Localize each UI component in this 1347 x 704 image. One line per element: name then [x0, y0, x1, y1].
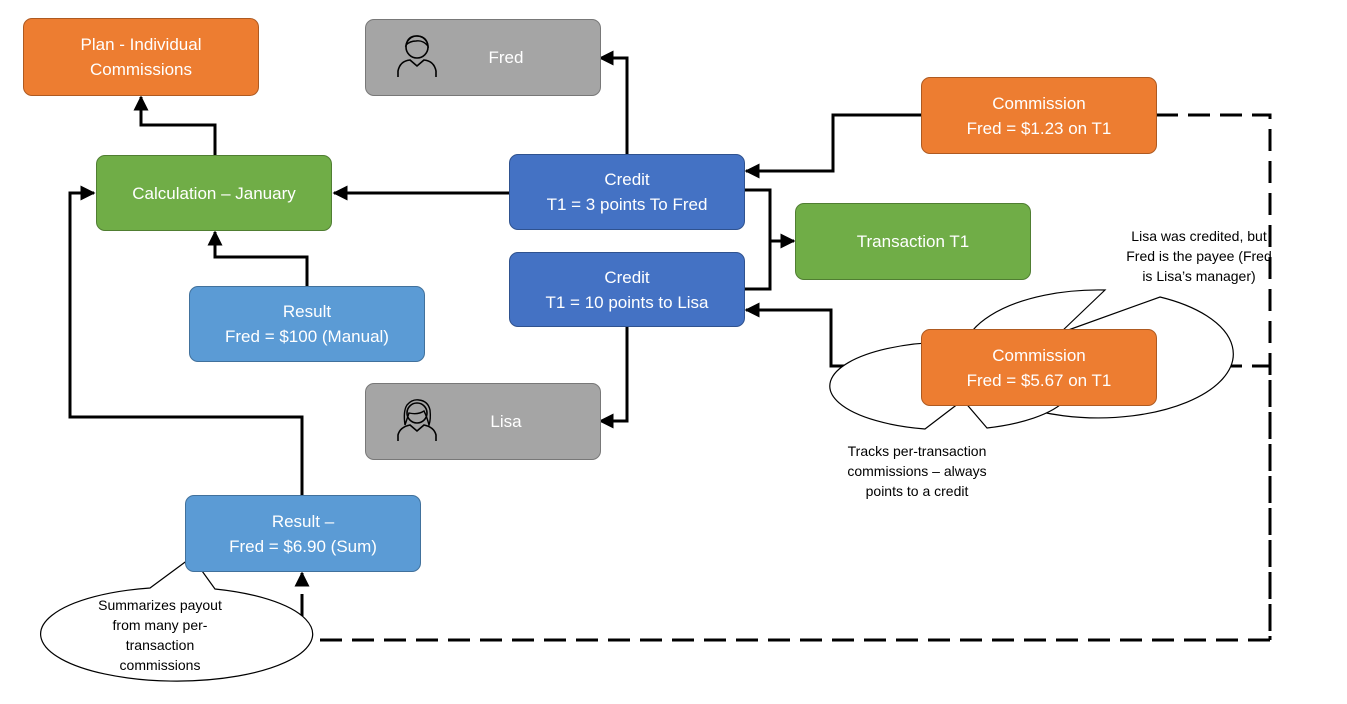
- plan-node[interactable]: Plan - Individual Commissions: [23, 18, 259, 96]
- commission-2-node[interactable]: Commission Fred = $5.67 on T1: [921, 329, 1157, 406]
- person-female-icon: [397, 399, 437, 441]
- credit-fred-node[interactable]: Credit T1 = 3 points To Fred: [509, 154, 745, 230]
- callout-lisa-credited-text: Lisa was credited, but Fred is the payee…: [1126, 228, 1272, 284]
- result-manual-node[interactable]: Result Fred = $100 (Manual): [189, 286, 425, 362]
- plan-label: Plan - Individual Commissions: [80, 35, 202, 79]
- transaction-label: Transaction T1: [856, 232, 970, 251]
- result-manual-label: Result Fred = $100 (Manual): [225, 302, 389, 346]
- callout-summarizes-bubble: [40, 556, 314, 682]
- lisa-node[interactable]: Lisa: [365, 383, 601, 460]
- fred-label: Fred: [488, 48, 524, 67]
- credit-fred-label: Credit T1 = 3 points To Fred: [546, 170, 708, 214]
- calculation-node[interactable]: Calculation – January: [96, 155, 332, 231]
- calculation-label: Calculation – January: [132, 183, 296, 203]
- arrow-credit-fred-to-fred: [598, 50, 629, 155]
- result-sum-label: Result – Fred = $6.90 (Sum): [229, 511, 377, 556]
- arrow-calculation-to-plan: [133, 95, 217, 155]
- arrow-credit-fred-to-transaction: [744, 188, 772, 241]
- person-male-icon: [397, 35, 437, 77]
- credit-lisa-node[interactable]: Credit T1 = 10 points to Lisa: [509, 252, 745, 327]
- fred-node[interactable]: Fred: [365, 19, 601, 96]
- lisa-label: Lisa: [490, 412, 522, 431]
- transaction-node[interactable]: Transaction T1: [795, 203, 1031, 280]
- arrow-result-manual-to-calculation: [207, 230, 309, 287]
- arrow-commission1-to-credit-fred: [744, 113, 922, 179]
- arrow-result-sum-to-calculation: [68, 185, 304, 496]
- credit-lisa-label: Credit T1 = 10 points to Lisa: [545, 267, 709, 312]
- dashed-arrow-into-result-sum: [294, 571, 1270, 642]
- arrow-credit-lisa-to-transaction: [744, 241, 772, 291]
- callout-tracks-text: Tracks per-transaction commissions – alw…: [847, 443, 987, 499]
- arrow-credit-lisa-to-lisa: [598, 326, 629, 429]
- result-sum-node[interactable]: Result – Fred = $6.90 (Sum): [185, 495, 421, 572]
- commission-2-label: Commission Fred = $5.67 on T1: [966, 345, 1112, 390]
- commission-1-node[interactable]: Commission Fred = $1.23 on T1: [921, 77, 1157, 154]
- callout-summarizes-text: Summarizes payout from many per- transac…: [98, 597, 222, 673]
- commission-1-label: Commission Fred = $1.23 on T1: [966, 93, 1112, 138]
